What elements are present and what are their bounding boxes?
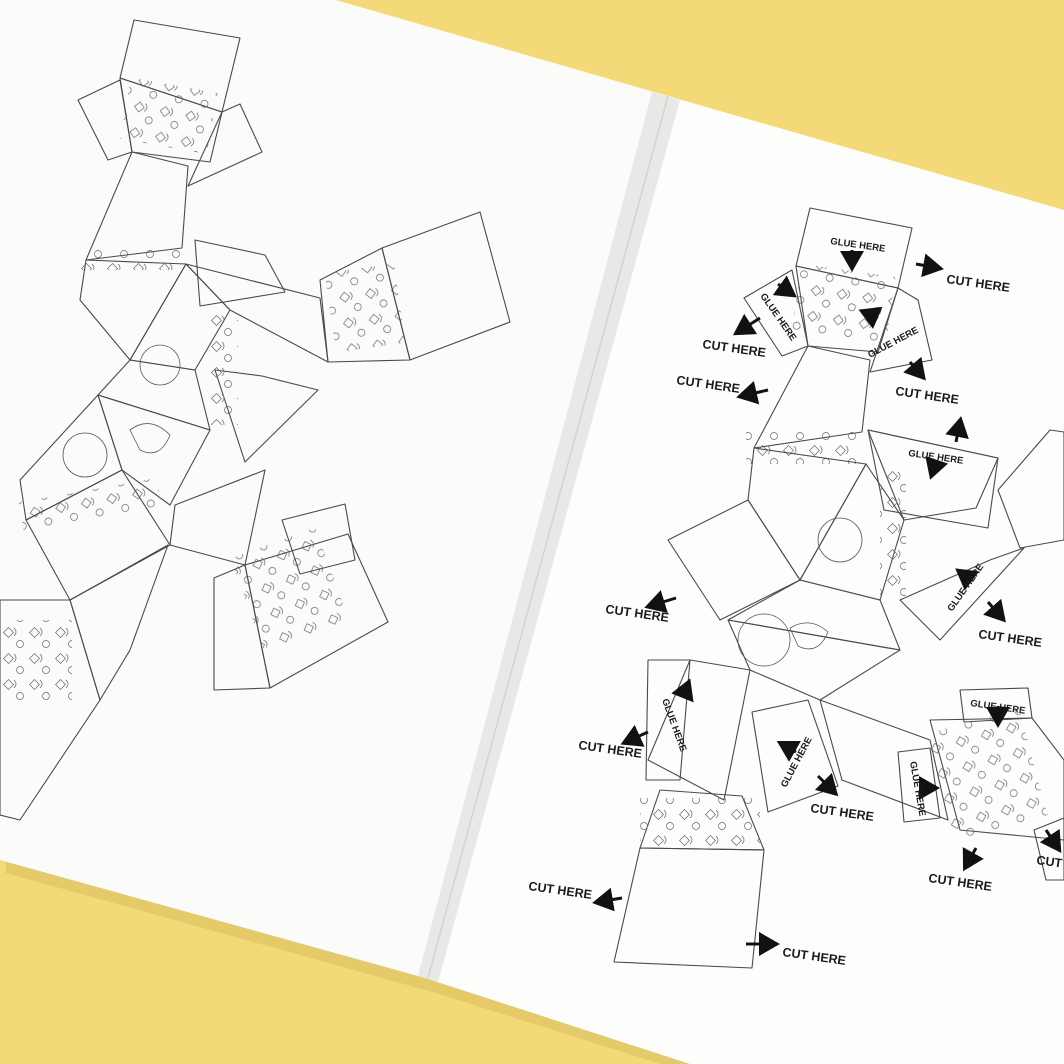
book-spine <box>427 95 669 979</box>
left-page <box>0 0 668 978</box>
left-lantern-net <box>0 19 511 821</box>
book-gutter <box>418 92 680 982</box>
instruction-arrows <box>592 250 1062 956</box>
